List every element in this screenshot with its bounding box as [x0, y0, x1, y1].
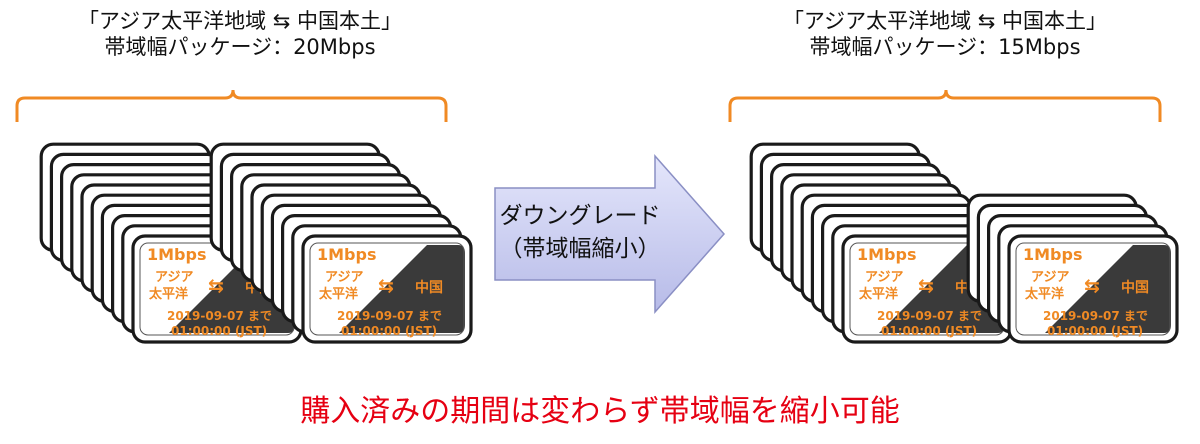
- card-swap-icon: ⇆: [208, 275, 224, 297]
- left-package-line2: 帯域幅パッケージ：20Mbps: [104, 35, 376, 59]
- card-expiry-date: 2019-09-07 まで: [877, 309, 982, 323]
- card-swap-icon: ⇆: [918, 275, 934, 297]
- card-region-to: 中国: [1121, 279, 1149, 296]
- card-region-from-1: アジア: [865, 270, 903, 285]
- card-region-from-1: アジア: [1031, 270, 1069, 285]
- card-dark-corner: [339, 245, 465, 333]
- card-expiry-time: 01:00:00 (JST): [1047, 324, 1143, 338]
- card-swap-icon: ⇆: [1084, 275, 1100, 297]
- card-region-from-1: アジア: [325, 270, 363, 285]
- card-region-from-2: 太平洋: [858, 286, 898, 302]
- footer-note: 購入済みの期間は変わらず帯域幅を縮小可能: [300, 394, 900, 429]
- card-speed: 1Mbps: [857, 245, 916, 264]
- arrow-label-line2: （帯域幅縮小）: [500, 236, 661, 262]
- card-speed: 1Mbps: [147, 245, 206, 264]
- card-expiry-time: 01:00:00 (JST): [881, 324, 977, 338]
- arrow-label-line1: ダウングレード: [500, 203, 661, 229]
- card-speed: 1Mbps: [317, 245, 376, 264]
- card-swap-icon: ⇆: [378, 275, 394, 297]
- card-region-from-2: 太平洋: [1024, 286, 1064, 302]
- card-expiry-date: 2019-09-07 まで: [167, 309, 272, 323]
- left-bracket: [15, 89, 448, 122]
- left-package-line1: 「アジア太平洋地域 ⇆ 中国本土」: [77, 9, 403, 33]
- card-expiry-date: 2019-09-07 まで: [1043, 309, 1148, 323]
- card-region-from-2: 太平洋: [148, 286, 188, 302]
- right-package-line1: 「アジア太平洋地域 ⇆ 中国本土」: [782, 9, 1108, 33]
- card-region-from-1: アジア: [155, 270, 193, 285]
- arrow-shape: [494, 154, 726, 314]
- card-speed: 1Mbps: [1023, 245, 1082, 264]
- left-package-title: 「アジア太平洋地域 ⇆ 中国本土」 帯域幅パッケージ：20Mbps: [30, 8, 450, 60]
- card-region-to: 中国: [415, 279, 443, 296]
- right-package-title: 「アジア太平洋地域 ⇆ 中国本土」 帯域幅パッケージ：15Mbps: [730, 8, 1160, 60]
- right-bracket: [728, 89, 1162, 122]
- card-expiry-time: 01:00:00 (JST): [341, 324, 437, 338]
- card-expiry-date: 2019-09-07 まで: [337, 309, 442, 323]
- card-dark-corner: [1045, 245, 1171, 333]
- downgrade-arrow: ダウングレード （帯域幅縮小）: [494, 154, 726, 314]
- card-expiry-time: 01:00:00 (JST): [171, 324, 267, 338]
- card-region-from-2: 太平洋: [318, 286, 358, 302]
- right-package-line2: 帯域幅パッケージ：15Mbps: [809, 35, 1081, 59]
